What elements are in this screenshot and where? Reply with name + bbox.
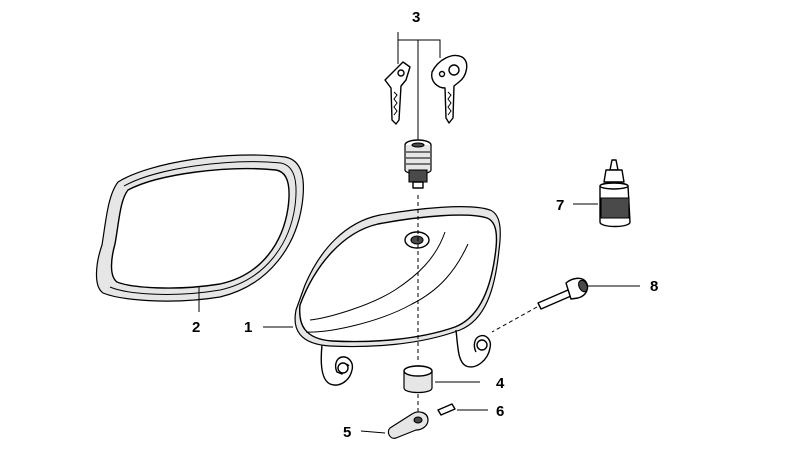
key-left bbox=[384, 61, 411, 125]
callout-5: 5 bbox=[343, 424, 351, 441]
bushing bbox=[403, 195, 433, 415]
leader-lines bbox=[198, 32, 640, 434]
seal-gasket bbox=[95, 154, 305, 302]
callout-2: 2 bbox=[192, 319, 200, 336]
small-pin bbox=[437, 403, 456, 416]
callout-1: 1 bbox=[244, 319, 252, 336]
latch-lever bbox=[387, 411, 429, 439]
callout-3: 3 bbox=[412, 9, 420, 26]
key-right bbox=[430, 54, 468, 124]
lock-cylinder bbox=[404, 139, 432, 189]
callout-7: 7 bbox=[556, 197, 564, 214]
glovebox-lid bbox=[294, 206, 501, 386]
callout-6: 6 bbox=[496, 403, 504, 420]
hinge-pin bbox=[491, 277, 589, 333]
callout-8: 8 bbox=[650, 278, 658, 295]
adhesive-bottle bbox=[599, 159, 631, 228]
callout-4: 4 bbox=[496, 375, 505, 392]
